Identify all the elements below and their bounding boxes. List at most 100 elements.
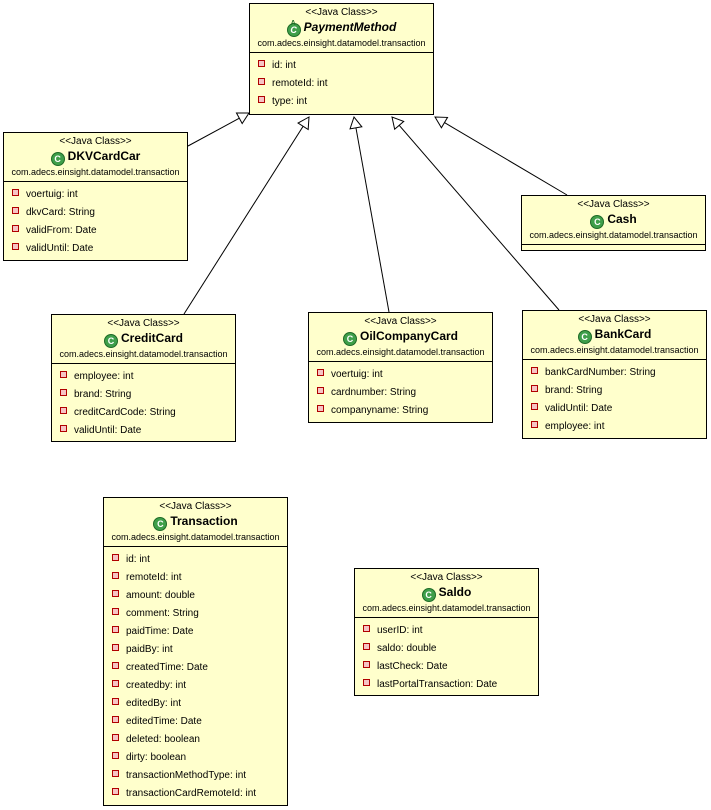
- attribute-text: validUntil: Date: [74, 425, 142, 436]
- attribute-item: type: int: [258, 93, 433, 111]
- stereotype-label: <<Java Class>>: [305, 7, 378, 18]
- class-icon: C: [103, 334, 118, 348]
- attribute-text: dirty: boolean: [126, 752, 187, 763]
- class-name-text: Cash: [607, 212, 637, 226]
- attribute-text: employee: int: [545, 421, 605, 432]
- attribute-text: id: int: [126, 554, 150, 565]
- private-field-icon: [258, 60, 265, 67]
- attribute-text: transactionCardRemoteId: int: [126, 788, 257, 799]
- attribute-text: validUntil: Date: [26, 243, 94, 254]
- inheritance-arrowhead-icon: [349, 115, 363, 130]
- attribute-text: type: int: [272, 96, 308, 107]
- attribute-item: deleted: boolean: [112, 731, 287, 749]
- package-name: com.adecs.einsight.datamodel.transaction: [257, 38, 426, 48]
- class-name-text: BankCard: [594, 327, 652, 341]
- private-field-icon: [531, 403, 538, 410]
- attribute-text: saldo: double: [377, 643, 437, 654]
- private-field-icon: [258, 78, 265, 85]
- attribute-list: [522, 245, 705, 249]
- class-name-text: CreditCard: [120, 331, 183, 345]
- private-field-icon: [12, 243, 19, 250]
- package-name: com.adecs.einsight.datamodel.transaction: [59, 349, 228, 359]
- private-field-icon: [112, 590, 119, 597]
- class-icon: C: [421, 588, 436, 602]
- attribute-text: id: int: [272, 60, 296, 71]
- attribute-item: id: int: [112, 551, 287, 569]
- attribute-item: validFrom: Date: [12, 222, 187, 240]
- attribute-item: transactionCardRemoteId: int: [112, 785, 287, 803]
- attribute-item: createdTime: Date: [112, 659, 287, 677]
- attribute-item: employee: int: [531, 418, 706, 436]
- package-name: com.adecs.einsight.datamodel.transaction: [111, 532, 280, 542]
- attribute-item: bankCardNumber: String: [531, 364, 706, 382]
- attribute-item: cardnumber: String: [317, 384, 492, 402]
- private-field-icon: [363, 625, 370, 632]
- attribute-text: validFrom: Date: [26, 225, 97, 236]
- attribute-item: dkvCard: String: [12, 204, 187, 222]
- attribute-text: cardnumber: String: [331, 387, 417, 398]
- attribute-item: lastPortalTransaction: Date: [363, 676, 538, 694]
- private-field-icon: [112, 770, 119, 777]
- attribute-item: id: int: [258, 57, 433, 75]
- private-field-icon: [112, 698, 119, 705]
- attribute-text: lastPortalTransaction: Date: [377, 679, 498, 690]
- private-field-icon: [12, 225, 19, 232]
- attribute-text: editedBy: int: [126, 698, 182, 709]
- inheritance-arrowhead-icon: [391, 116, 405, 131]
- private-field-icon: [60, 425, 67, 432]
- stereotype-label: <<Java Class>>: [159, 501, 232, 512]
- inheritance-arrowhead-icon: [434, 116, 449, 129]
- attribute-item: editedTime: Date: [112, 713, 287, 731]
- private-field-icon: [60, 371, 67, 378]
- generalization-cash-to-payment-method: [434, 116, 568, 196]
- private-field-icon: [60, 407, 67, 414]
- attribute-text: userID: int: [377, 625, 423, 636]
- attribute-text: remoteId: int: [272, 78, 328, 89]
- attribute-text: editedTime: Date: [126, 716, 202, 727]
- edge-line: [398, 124, 560, 311]
- private-field-icon: [112, 608, 119, 615]
- class-icon: C: [342, 332, 357, 346]
- attribute-text: brand: String: [545, 385, 603, 396]
- package-name: com.adecs.einsight.datamodel.transaction: [11, 167, 180, 177]
- stereotype-label: <<Java Class>>: [578, 314, 651, 325]
- private-field-icon: [112, 554, 119, 561]
- attribute-text: companyname: String: [331, 405, 429, 416]
- stereotype-label: <<Java Class>>: [107, 318, 180, 329]
- generalization-oil-company-card-to-payment-method: [349, 115, 390, 313]
- attribute-item: saldo: double: [363, 640, 538, 658]
- inheritance-arrowhead-icon: [235, 112, 250, 125]
- private-field-icon: [112, 716, 119, 723]
- edge-line: [444, 122, 568, 196]
- abstract-marker-icon: A: [290, 20, 296, 27]
- private-field-icon: [112, 626, 119, 633]
- attribute-text: employee: int: [74, 371, 134, 382]
- attribute-item: remoteId: int: [112, 569, 287, 587]
- attribute-item: creditCardCode: String: [60, 404, 235, 422]
- attribute-item: transactionMethodType: int: [112, 767, 287, 785]
- attribute-item: voertuig: int: [317, 366, 492, 384]
- attribute-text: createdby: int: [126, 680, 187, 691]
- private-field-icon: [317, 405, 324, 412]
